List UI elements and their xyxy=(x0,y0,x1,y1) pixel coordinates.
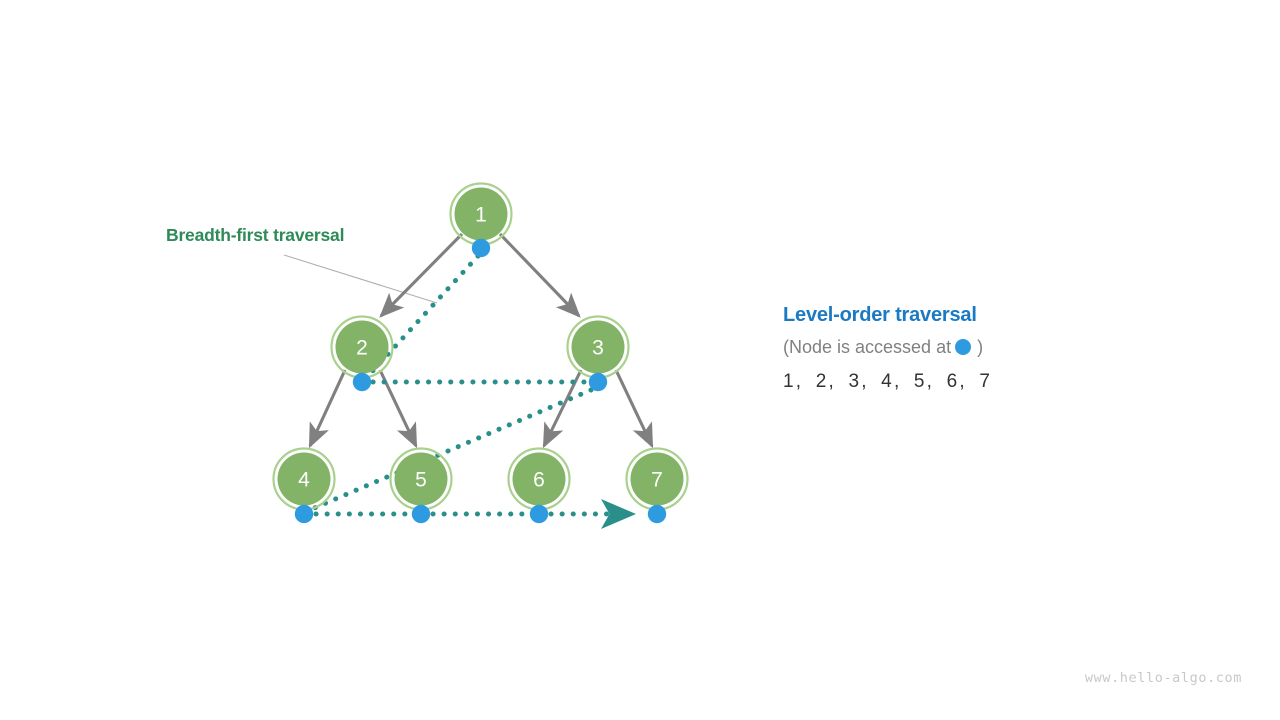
visit-dot-icon xyxy=(411,504,431,524)
node-circle xyxy=(630,452,684,506)
edge-n2-n4 xyxy=(308,369,347,449)
tree-nodes: 1 2 3 4 5 xyxy=(272,182,689,511)
node-circle xyxy=(454,187,508,241)
visit-dot-icon xyxy=(588,372,608,392)
tree-node-1[interactable]: 1 xyxy=(449,182,513,246)
visit-dot-icon xyxy=(647,504,667,524)
node-label: 4 xyxy=(298,469,310,492)
node-label: 3 xyxy=(592,337,604,360)
watermark: www.hello-algo.com xyxy=(1084,670,1242,686)
tree-node-6[interactable]: 6 xyxy=(507,447,571,511)
node-label: 1 xyxy=(475,204,487,227)
tree-node-3[interactable]: 3 xyxy=(566,315,630,379)
visit-dot-icon xyxy=(352,372,372,392)
node-label: 6 xyxy=(533,469,545,492)
node-label: 5 xyxy=(415,469,427,492)
bfs-leader-line xyxy=(283,254,438,304)
node-circle xyxy=(571,320,625,374)
visit-dot-icon xyxy=(529,504,549,524)
node-label: 7 xyxy=(651,469,663,492)
traversal-sequence: 1, 2, 3, 4, 5, 6, 7 xyxy=(783,371,993,393)
legend-panel: Level-order traversal (Node is accessed … xyxy=(783,303,1183,395)
visit-dot-icon xyxy=(294,504,314,524)
node-label: 2 xyxy=(356,337,368,360)
panel-note: (Node is accessed at) xyxy=(783,336,1183,359)
visit-dot-icon xyxy=(471,238,491,258)
panel-title: Level-order traversal xyxy=(783,304,977,326)
tree-node-2[interactable]: 2 xyxy=(330,315,394,379)
tree-edges xyxy=(308,232,654,449)
visit-dots xyxy=(294,238,667,524)
node-circle xyxy=(277,452,331,506)
edge-n3-n7 xyxy=(614,369,654,449)
bfs-annotation: Breadth-first traversal xyxy=(166,225,438,304)
tree-node-7[interactable]: 7 xyxy=(625,447,689,511)
node-circle xyxy=(335,320,389,374)
tree-node-4[interactable]: 4 xyxy=(272,447,336,511)
blue-dot-icon xyxy=(955,338,972,355)
tree-node-5[interactable]: 5 xyxy=(389,447,453,511)
node-circle xyxy=(512,452,566,506)
node-circle xyxy=(394,452,448,506)
bfs-label: Breadth-first traversal xyxy=(166,225,344,245)
panel-note-suffix: ) xyxy=(977,337,984,357)
panel-note-prefix: (Node is accessed at xyxy=(783,337,952,357)
edge-n1-n3 xyxy=(498,232,581,318)
edge-n1-n2 xyxy=(379,232,464,318)
